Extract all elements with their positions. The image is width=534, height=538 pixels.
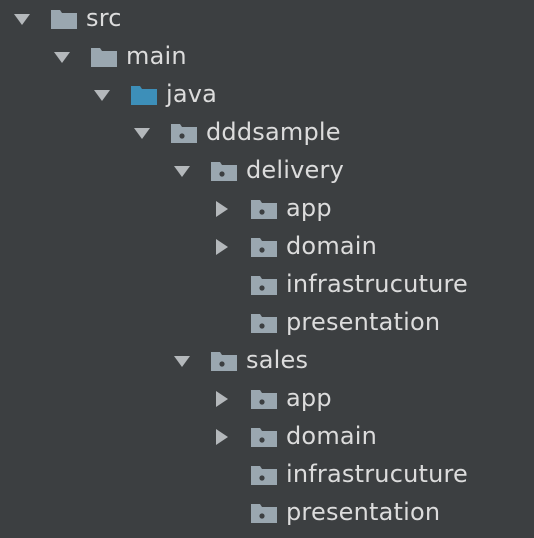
chevron-down-icon[interactable] xyxy=(172,351,192,371)
package-folder-icon xyxy=(250,425,278,449)
tree-node-infrastrucuture[interactable]: infrastrucuture xyxy=(0,456,534,494)
tree-node-delivery[interactable]: delivery xyxy=(0,152,534,190)
tree-node-label: app xyxy=(286,194,332,222)
package-folder-icon xyxy=(250,273,278,297)
folder-icon xyxy=(90,45,118,69)
tree-node-presentation[interactable]: presentation xyxy=(0,304,534,342)
folder-icon xyxy=(50,7,78,31)
tree-node-domain[interactable]: domain xyxy=(0,418,534,456)
tree-node-label: domain xyxy=(286,422,378,450)
package-folder-icon xyxy=(250,311,278,335)
tree-node-label: dddsample xyxy=(206,118,341,146)
package-folder-icon xyxy=(250,387,278,411)
chevron-down-icon[interactable] xyxy=(132,123,152,143)
tree-node-label: main xyxy=(126,42,187,70)
tree-node-sales[interactable]: sales xyxy=(0,342,534,380)
chevron-down-icon[interactable] xyxy=(52,47,72,67)
package-folder-icon xyxy=(170,121,198,145)
tree-node-label: src xyxy=(86,4,122,32)
tree-node-label: delivery xyxy=(246,156,344,184)
chevron-right-icon[interactable] xyxy=(212,389,232,409)
tree-node-domain[interactable]: domain xyxy=(0,228,534,266)
package-folder-icon xyxy=(210,159,238,183)
tree-node-label: infrastrucuture xyxy=(286,460,469,488)
package-folder-icon xyxy=(250,463,278,487)
tree-node-app[interactable]: app xyxy=(0,380,534,418)
tree-node-presentation[interactable]: presentation xyxy=(0,494,534,532)
tree-node-java[interactable]: java xyxy=(0,76,534,114)
tree-node-main[interactable]: main xyxy=(0,38,534,76)
tree-node-src[interactable]: src xyxy=(0,0,534,38)
chevron-down-icon[interactable] xyxy=(172,161,192,181)
tree-node-label: app xyxy=(286,384,332,412)
package-folder-icon xyxy=(250,235,278,259)
tree-node-label: sales xyxy=(246,346,309,374)
tree-node-label: java xyxy=(166,80,218,108)
tree-node-app[interactable]: app xyxy=(0,190,534,228)
tree-node-label: infrastrucuture xyxy=(286,270,469,298)
tree-node-label: presentation xyxy=(286,498,441,526)
chevron-right-icon[interactable] xyxy=(212,237,232,257)
package-folder-icon xyxy=(250,501,278,525)
package-folder-icon xyxy=(250,197,278,221)
tree-node-infrastrucuture[interactable]: infrastrucuture xyxy=(0,266,534,304)
tree-node-label: presentation xyxy=(286,308,441,336)
chevron-down-icon[interactable] xyxy=(12,9,32,29)
source-folder-icon xyxy=(130,83,158,107)
chevron-right-icon[interactable] xyxy=(212,199,232,219)
package-folder-icon xyxy=(210,349,238,373)
chevron-down-icon[interactable] xyxy=(92,85,112,105)
tree-node-dddsample[interactable]: dddsample xyxy=(0,114,534,152)
tree-node-label: domain xyxy=(286,232,378,260)
chevron-right-icon[interactable] xyxy=(212,427,232,447)
